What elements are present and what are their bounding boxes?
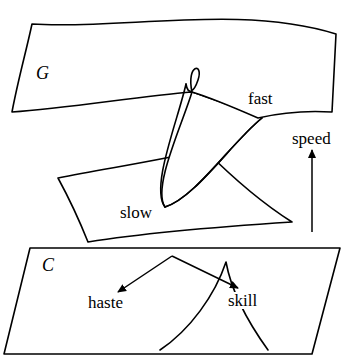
axis-label: speed <box>290 130 333 147</box>
plane-label: C <box>40 256 56 274</box>
fold-loop <box>186 68 199 92</box>
haste-arrow <box>118 256 172 292</box>
cusp-curve <box>160 262 268 350</box>
skill-arrow <box>172 256 238 288</box>
fold-edge <box>161 84 186 207</box>
fold-edge <box>165 118 262 207</box>
axis-label: skill <box>226 292 259 309</box>
sheet-label: slow <box>118 204 154 221</box>
axis-label: haste <box>86 294 125 311</box>
control-plane <box>4 248 340 354</box>
surface-label: G <box>34 64 51 82</box>
upper-sheet <box>12 19 336 118</box>
speed-arrow <box>311 150 313 232</box>
sheet-label: fast <box>246 90 275 107</box>
